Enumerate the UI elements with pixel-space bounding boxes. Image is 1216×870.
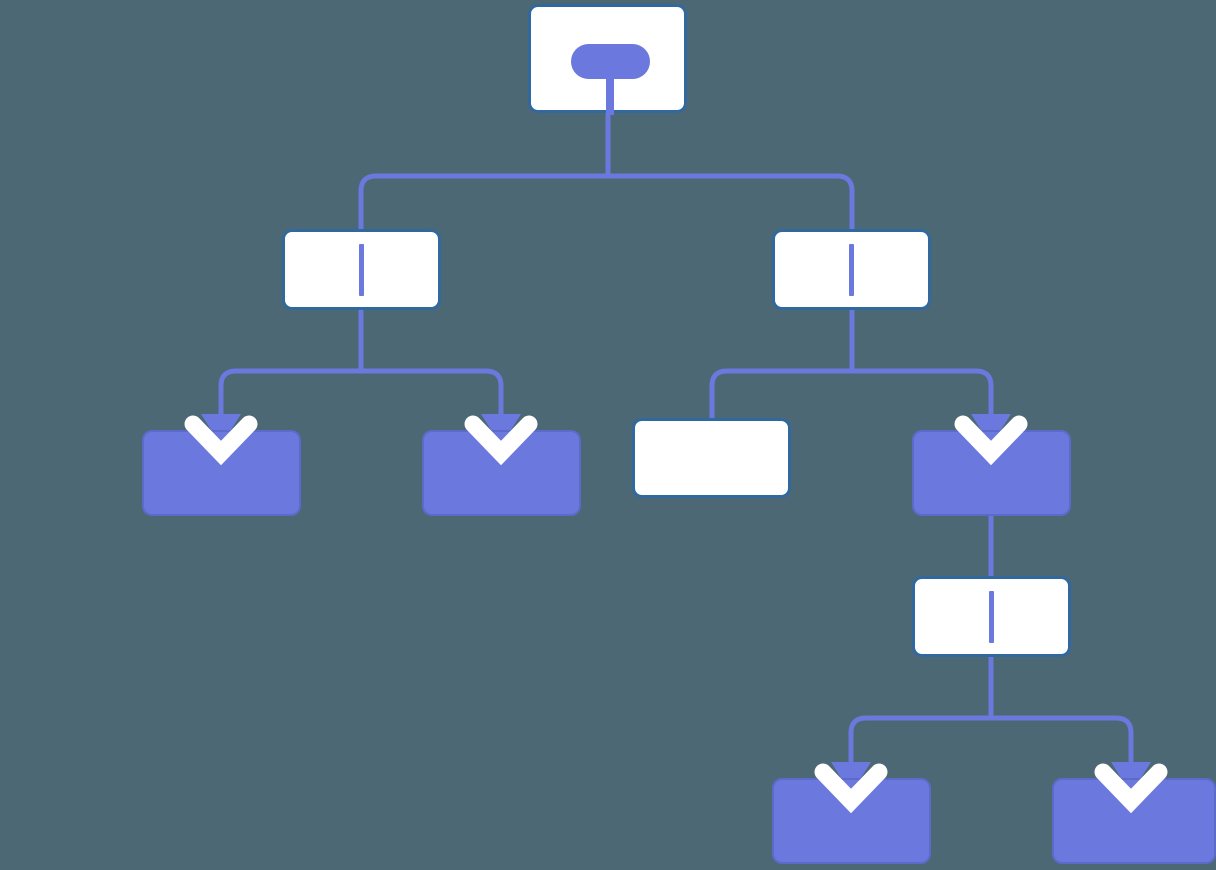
node-l4-b[interactable]	[1052, 778, 1216, 864]
edge-l1left-to-l2b	[361, 368, 504, 436]
l1-right-inner-line-icon	[849, 244, 854, 296]
edge-l1right-to-l2c	[709, 368, 852, 418]
node-l1-left[interactable]	[282, 229, 441, 310]
edge-l3-to-l4b	[991, 715, 1134, 784]
l3-inner-line-icon	[989, 591, 994, 643]
node-l4-a[interactable]	[772, 778, 931, 864]
edge-root-to-l1-right	[608, 173, 855, 229]
node-l3[interactable]	[912, 576, 1071, 657]
node-l2-b[interactable]	[422, 430, 581, 516]
node-l2-d[interactable]	[912, 430, 1071, 516]
edge-root-to-l1-left	[358, 173, 608, 229]
node-root[interactable]	[528, 4, 687, 115]
root-stem-icon	[606, 77, 614, 115]
node-l2-c[interactable]	[632, 418, 791, 498]
l1-left-inner-line-icon	[359, 244, 364, 296]
edge-l1right-to-l2d	[852, 368, 994, 436]
root-pill-icon	[571, 44, 650, 79]
edge-l1left-to-l2a	[218, 368, 361, 436]
node-l2-a[interactable]	[142, 430, 301, 516]
node-l1-right[interactable]	[772, 229, 931, 310]
edge-l3-to-l4a	[848, 715, 991, 784]
